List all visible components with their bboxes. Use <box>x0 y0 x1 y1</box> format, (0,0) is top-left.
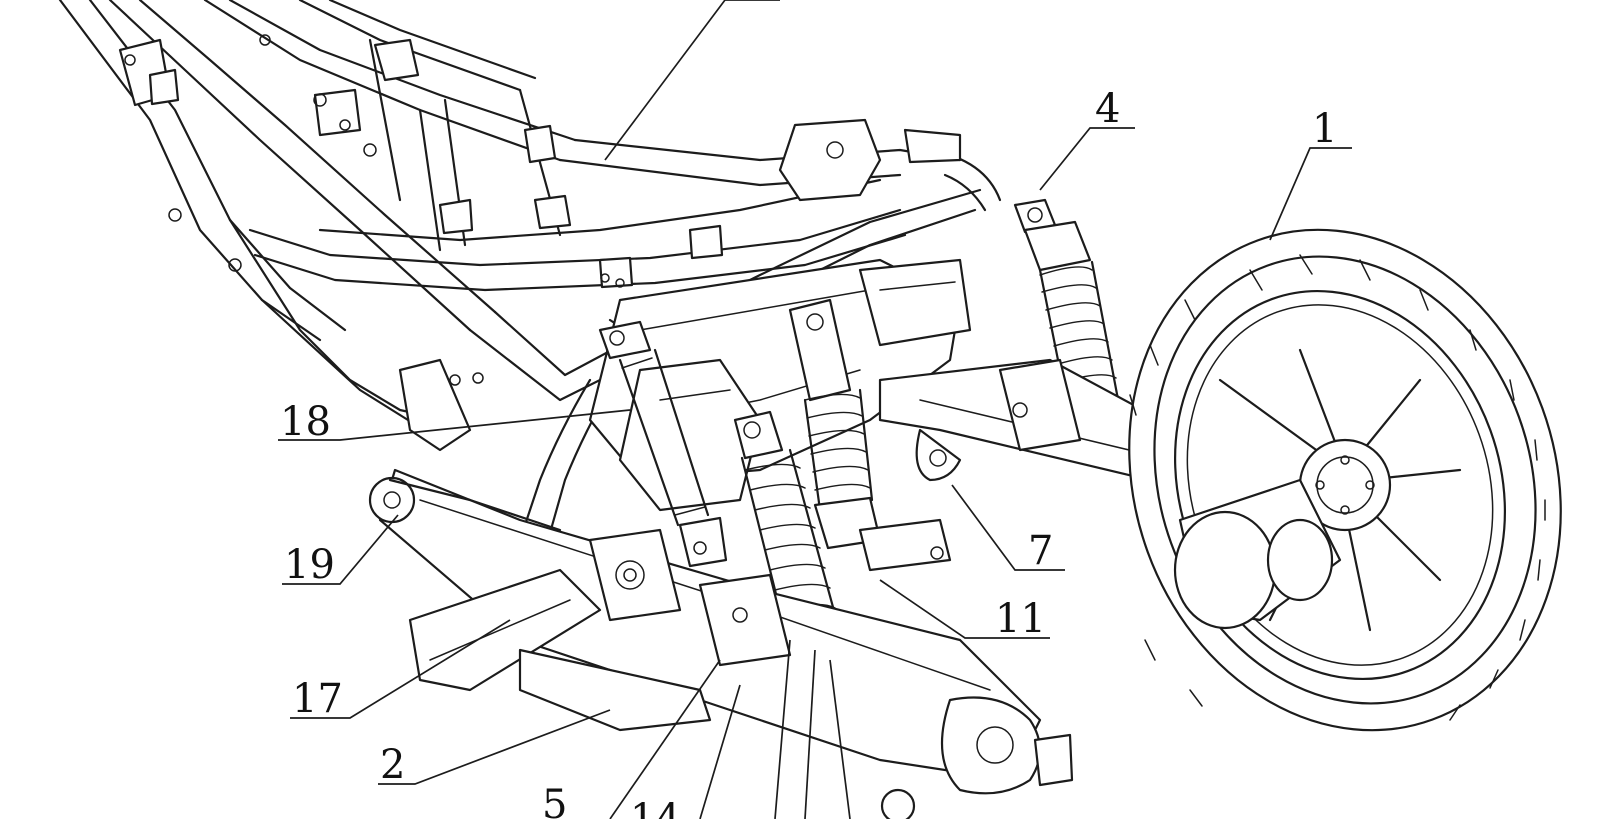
callout-11: 11 <box>995 596 1046 642</box>
rear-wheel <box>1128 228 1562 732</box>
leader-lines <box>278 0 1352 819</box>
callout-5: 5 <box>542 782 567 819</box>
callout-18: 18 <box>280 399 331 445</box>
callout-17: 17 <box>292 676 343 722</box>
callouts: 1 4 18 19 7 11 17 2 5 14 <box>280 86 1337 819</box>
engine-housing <box>588 258 972 512</box>
callout-19: 19 <box>284 542 335 588</box>
callout-4: 4 <box>1095 86 1120 132</box>
callout-1: 1 <box>1312 106 1337 152</box>
lower-arm-assembly <box>368 468 1074 819</box>
callout-7: 7 <box>1028 528 1053 574</box>
callout-2: 2 <box>380 742 405 788</box>
damper-strut <box>598 320 728 568</box>
frame-brackets <box>118 34 962 452</box>
callout-14: 14 <box>630 796 681 819</box>
